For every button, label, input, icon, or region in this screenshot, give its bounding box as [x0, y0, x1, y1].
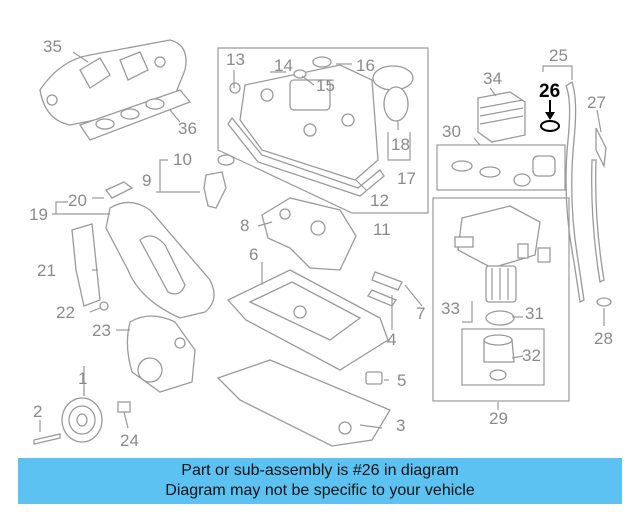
callout-6: 6 — [249, 245, 258, 264]
timing-covers — [71, 181, 215, 393]
callout-26: 26 — [539, 81, 560, 102]
intake-manifold-gasket — [78, 89, 192, 141]
callout-9: 9 — [142, 171, 151, 190]
callout-25: 25 — [549, 46, 568, 65]
valve-cover-group — [217, 47, 429, 214]
oil-pan-lower — [216, 359, 391, 447]
callout-33: 33 — [441, 299, 460, 318]
oil-cooler-gaskets — [436, 144, 566, 191]
oil-filter-housing-group — [432, 197, 570, 402]
callout-19: 19 — [29, 205, 48, 224]
callout-31: 31 — [525, 304, 544, 323]
callout-10: 10 — [173, 150, 192, 169]
breather-housing — [261, 197, 357, 271]
dipstick-guide-tube — [565, 80, 612, 307]
callout-13: 13 — [226, 50, 245, 69]
callout-35: 35 — [43, 37, 62, 56]
banner-line-disclaimer: Diagram may not be specific to your vehi… — [165, 482, 475, 499]
callout-27: 27 — [587, 93, 606, 112]
callout-3: 3 — [396, 416, 405, 435]
callout-29: 29 — [489, 409, 508, 428]
callout-16: 16 — [356, 56, 375, 75]
oil-drain-plug — [365, 371, 383, 385]
oil-pan-upper — [226, 269, 389, 371]
callout-7: 7 — [416, 304, 425, 323]
parts-diagram: 35 36 13 14 15 16 18 17 12 11 34 30 25 2… — [29, 37, 613, 450]
banner-line-part: Part or sub-assembly is #26 in diagram — [181, 462, 459, 479]
callout-23: 23 — [92, 321, 111, 340]
oil-cooler — [477, 91, 526, 143]
callout-17: 17 — [397, 169, 416, 188]
callout-28: 28 — [594, 329, 613, 348]
callout-2: 2 — [33, 402, 42, 421]
callout-5: 5 — [397, 371, 406, 390]
callout-18: 18 — [391, 135, 410, 154]
callout-8: 8 — [240, 216, 249, 235]
callout-36: 36 — [178, 119, 197, 138]
oil-pressure-sender — [203, 154, 235, 209]
callout-30: 30 — [442, 122, 461, 141]
callout-22: 22 — [56, 303, 75, 322]
callout-4: 4 — [387, 330, 396, 349]
callout-20: 20 — [68, 191, 87, 210]
callout-21: 21 — [37, 261, 56, 280]
part-26-seal-ring — [540, 100, 560, 132]
callout-32: 32 — [522, 346, 541, 365]
callout-11: 11 — [373, 220, 391, 239]
callout-1: 1 — [78, 369, 87, 388]
callout-15: 15 — [316, 76, 335, 95]
gaskets-4-7 — [367, 271, 403, 307]
info-banner: Part or sub-assembly is #26 in diagram D… — [18, 458, 622, 504]
callout-34: 34 — [483, 69, 502, 88]
callout-12: 12 — [370, 191, 389, 210]
callout-24: 24 — [120, 431, 139, 450]
callout-14: 14 — [274, 56, 293, 75]
crankshaft-pulley — [33, 397, 131, 445]
